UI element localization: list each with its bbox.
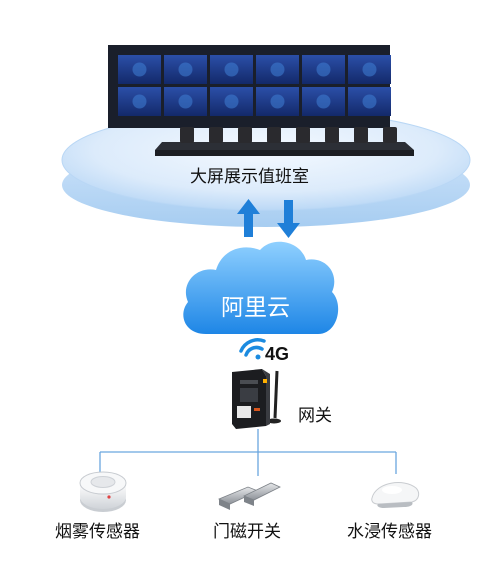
- operator-chair: [180, 127, 194, 143]
- smoke-sensor-label: 烟雾传感器: [55, 522, 140, 541]
- water-leak-icon: [371, 482, 420, 508]
- water-sensor-label: 水浸传感器: [347, 522, 432, 541]
- operator-chair: [383, 127, 397, 143]
- arrow-down-icon: [277, 200, 300, 238]
- gateway-label: 网关: [298, 406, 332, 425]
- video-wall-screen-graphic: [132, 94, 147, 109]
- video-wall-screen-graphic: [270, 62, 285, 77]
- video-wall: [108, 45, 391, 128]
- cloud-label: 阿里云: [221, 294, 290, 320]
- operator-chair: [354, 127, 368, 143]
- video-wall-screen-graphic: [224, 94, 239, 109]
- video-wall-screen-graphic: [132, 62, 147, 77]
- operator-chair: [209, 127, 223, 143]
- video-wall-screen-graphic: [316, 62, 331, 77]
- door-sensor-label: 门磁开关: [213, 522, 281, 541]
- video-wall-screen-graphic: [362, 62, 377, 77]
- operator-chair: [267, 127, 281, 143]
- video-wall-screen-graphic: [178, 94, 193, 109]
- smoke-detector-icon: [79, 471, 127, 512]
- arrow-up-icon: [237, 199, 260, 237]
- video-wall-screen-graphic: [362, 94, 377, 109]
- video-wall-screen-graphic: [178, 62, 193, 77]
- control-room-label: 大屏展示值班室: [190, 167, 309, 186]
- gateway-device-icon: [232, 369, 281, 429]
- operator-desks: [155, 127, 414, 156]
- door-magnet-icon: [217, 482, 281, 510]
- sensor-connectors: [99, 429, 397, 476]
- network-label: 4G: [265, 344, 290, 364]
- video-wall-screen-graphic: [316, 94, 331, 109]
- wifi-icon: [239, 338, 266, 360]
- video-wall-screen-graphic: [270, 94, 285, 109]
- cloud-icon: [183, 241, 339, 334]
- video-wall-screen-graphic: [224, 62, 239, 77]
- operator-chair: [296, 127, 310, 143]
- operator-chair: [325, 127, 339, 143]
- operator-chair: [238, 127, 252, 143]
